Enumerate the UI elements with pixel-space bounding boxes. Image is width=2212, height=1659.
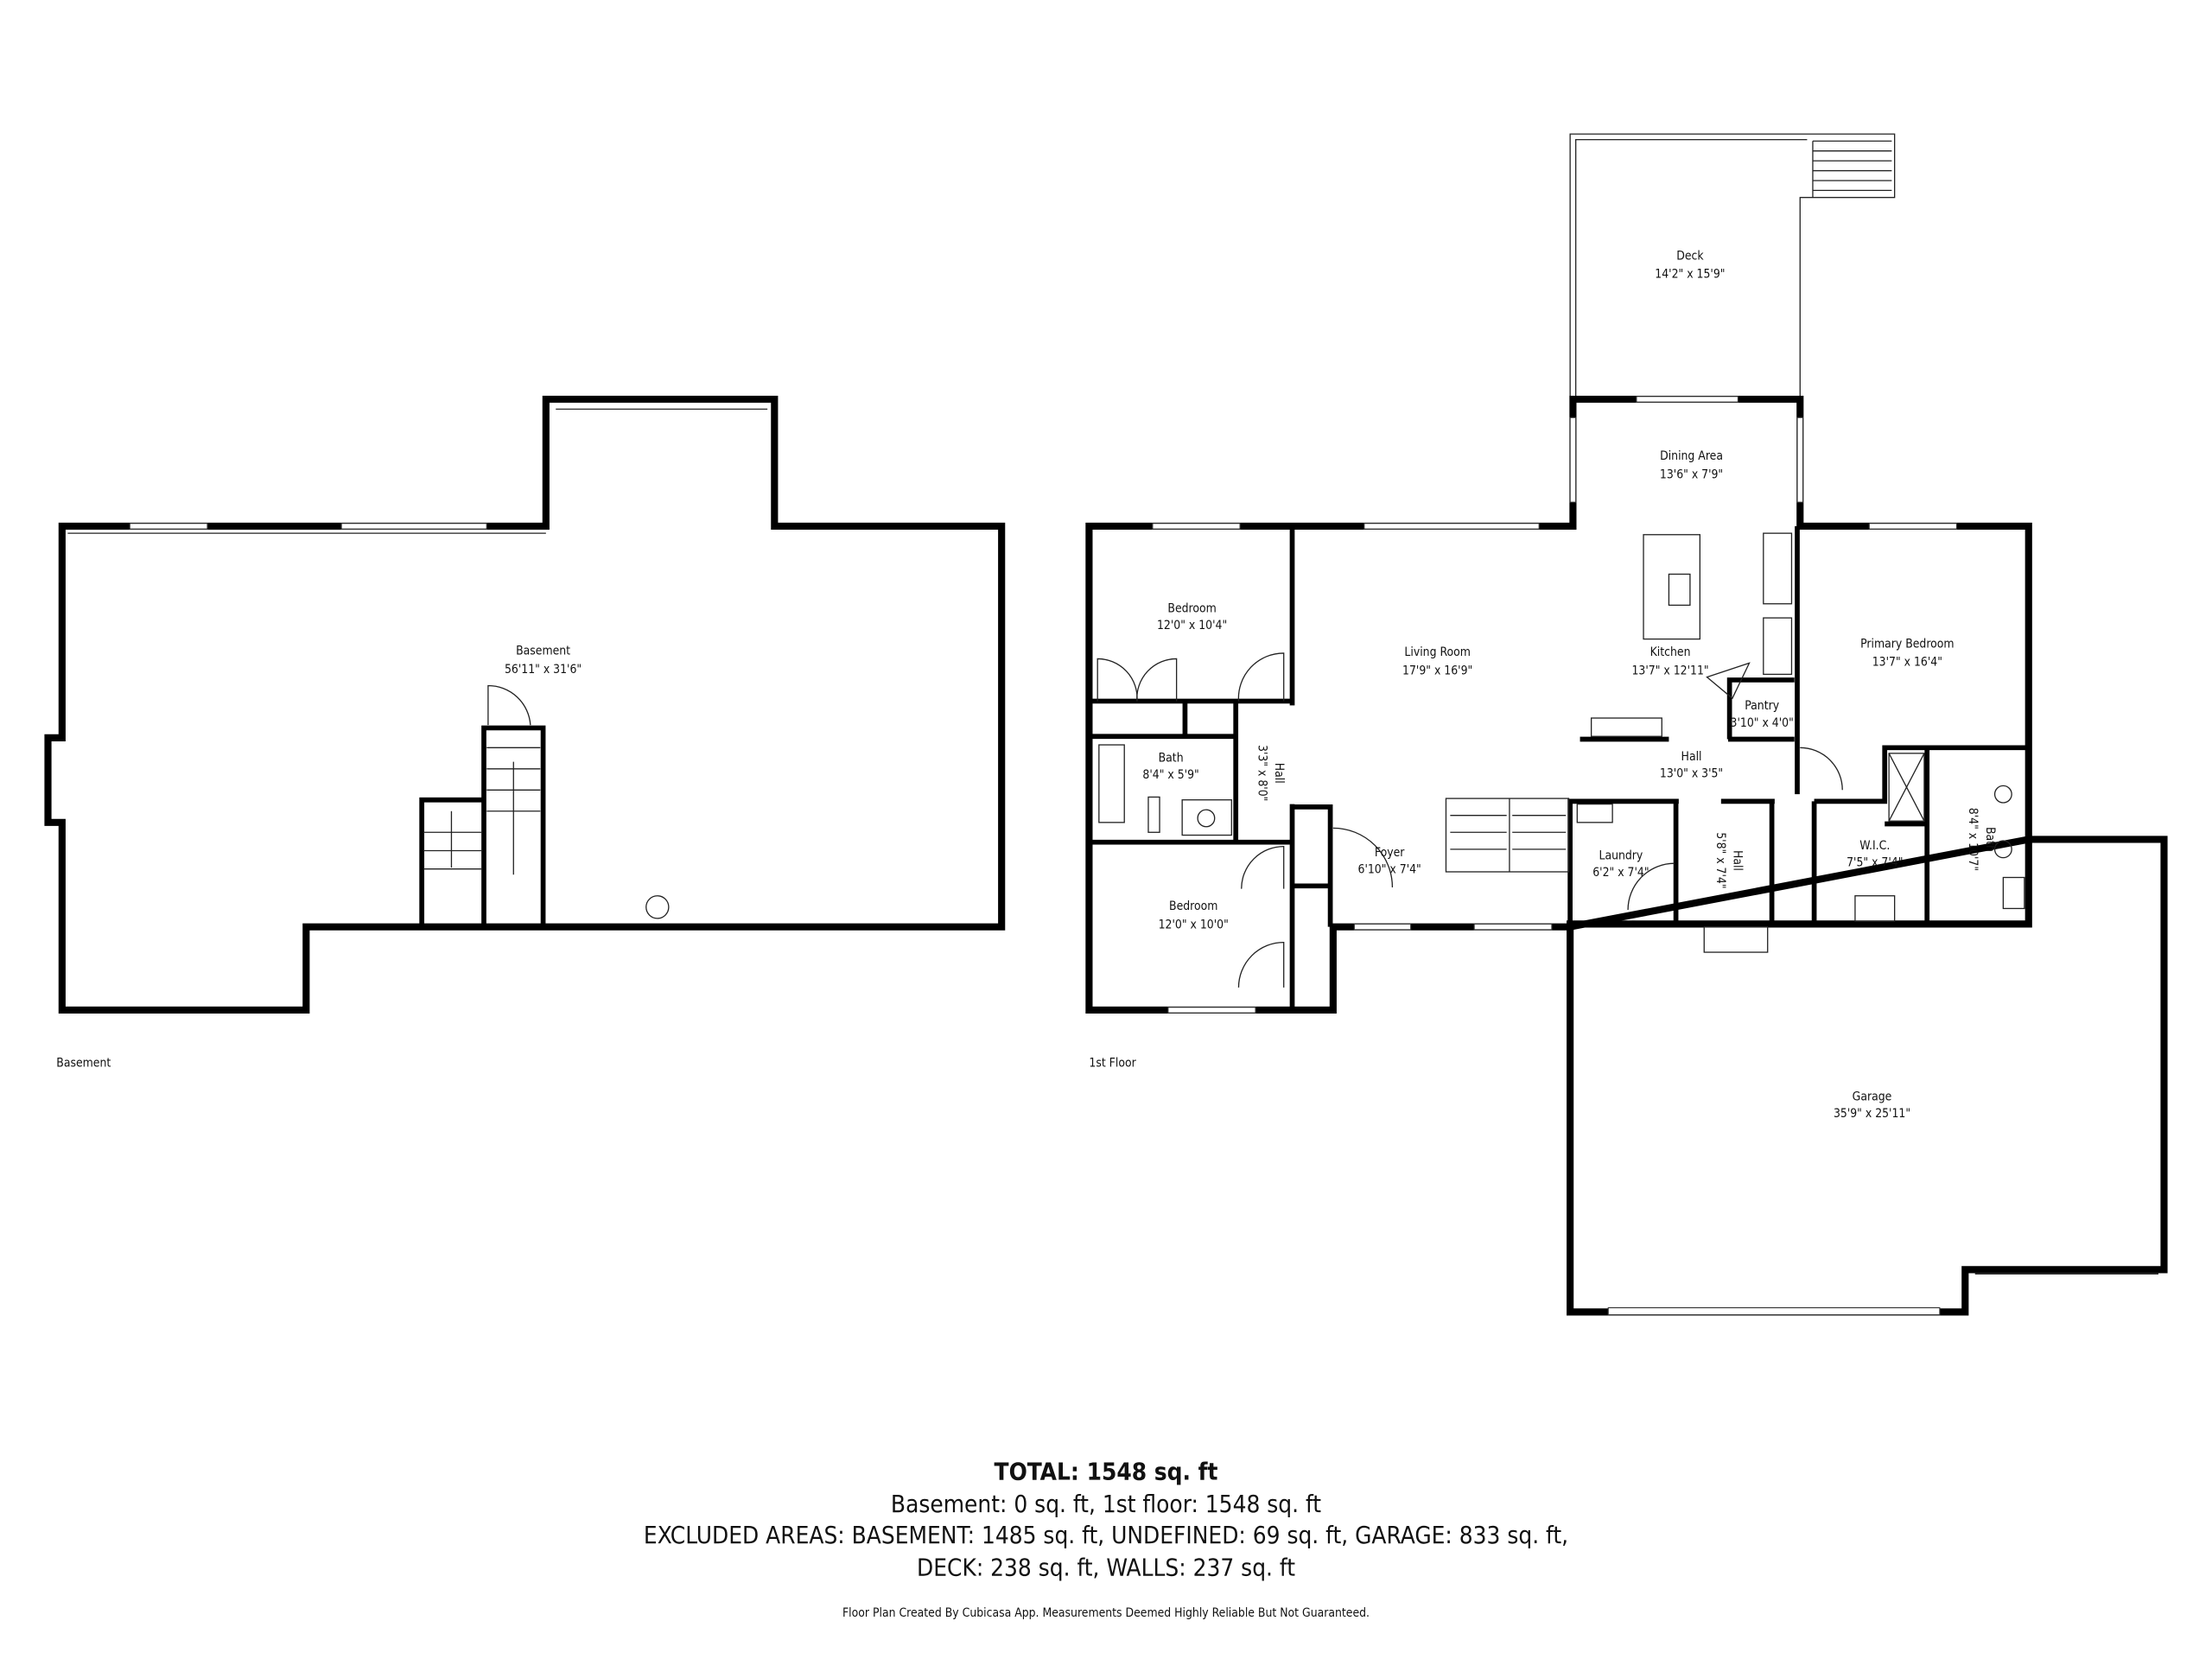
first-floor-outer-wall [1085,395,2032,1014]
room-dims: 5'8" x 7'4" [1713,832,1727,888]
room-dims: 6'2" x 7'4" [1592,866,1649,880]
room-dims: 3'3" x 8'0" [1255,745,1268,801]
room-name: Hall [1731,850,1745,871]
room-dims: 17'9" x 16'9" [1402,664,1472,677]
room-dims: 7'5" x 7'4" [1847,855,1903,869]
room-dims: 6'10" x 7'4" [1358,863,1421,877]
room-name: Bedroom [1167,602,1216,616]
deck [1569,133,1896,400]
room-dims: 35'9" x 25'11" [1834,1107,1910,1121]
window [1473,923,1553,931]
room-name: Living Room [1404,645,1470,659]
garage-door [1607,1306,1941,1316]
room-dims: 13'0" x 3'5" [1660,767,1723,781]
room-dims: 12'0" x 10'0" [1159,918,1229,931]
room-name: Primary Bedroom [1860,637,1954,651]
room-name: Laundry [1599,849,1643,862]
window [1796,416,1804,503]
window [1868,523,1958,530]
room-dims: 8'4" x 5'9" [1142,768,1198,782]
total-area: TOTAL: 1548 sq. ft [995,1458,1218,1486]
room-name: Basement [516,645,570,658]
room-name: Hall [1681,750,1702,764]
window [1363,523,1540,530]
window [1167,1007,1256,1014]
window [340,523,487,530]
area-by-floor: Basement: 0 sq. ft, 1st floor: 1548 sq. … [891,1490,1321,1518]
floor-label-first: 1st Floor [1089,1056,1136,1070]
room-dims: 13'6" x 7'9" [1660,467,1723,481]
room-name: Pantry [1745,699,1779,713]
room-dims: 56'11" x 31'6" [505,663,582,677]
room-dims: 13'7" x 16'4" [1872,656,1942,670]
room-dims: 13'7" x 12'11" [1631,664,1708,677]
area-summary: TOTAL: 1548 sq. ft Basement: 0 sq. ft, 1… [644,1458,1568,1620]
water-heater-icon [645,895,670,919]
basement-plan: Basement 56'11" x 31'6" Basement [44,395,1006,1070]
window [129,523,208,530]
excluded-areas-line-2: DECK: 238 sq. ft, WALLS: 237 sq. ft [917,1554,1295,1582]
room-name: Garage [1853,1090,1892,1103]
front-door [1353,923,1412,931]
room-name: Bedroom [1169,899,1217,913]
floor-label-basement: Basement [56,1056,111,1070]
room-name: Dining Area [1660,449,1723,463]
interior-walls [1089,525,2029,1010]
room-name: Bath [1159,752,1184,766]
garage-wall [1567,836,2168,1316]
room-name: Deck [1676,249,1704,263]
window [1569,416,1577,503]
sliding-door [1636,396,1738,403]
first-floor-plan: Deck 14'2" x 15'9" Dining Area 13'6" x 7… [1085,133,2168,1316]
disclaimer: Floor Plan Created By Cubicasa App. Meas… [842,1606,1370,1620]
basement-stairs [419,684,546,927]
excluded-areas-line-1: EXCLUDED AREAS: BASEMENT: 1485 sq. ft, U… [644,1521,1568,1549]
fixtures [1096,532,2025,988]
basement-outer-wall [44,395,1006,1014]
room-dims: 3'10" x 4'0" [1731,716,1794,730]
room-name: Bath [1983,827,1997,852]
room-dims: 12'0" x 10'4" [1157,619,1227,632]
room-dims: 8'4" x 10'7" [1966,808,1980,871]
room-name: Hall [1272,763,1286,784]
room-name: W.I.C. [1859,839,1890,853]
room-name: Foyer [1375,846,1405,860]
room-name: Kitchen [1650,645,1691,659]
room-dims: 14'2" x 15'9" [1655,268,1725,282]
room-labels: Deck 14'2" x 15'9" Dining Area 13'6" x 7… [1142,249,1996,1121]
window [1152,523,1241,530]
